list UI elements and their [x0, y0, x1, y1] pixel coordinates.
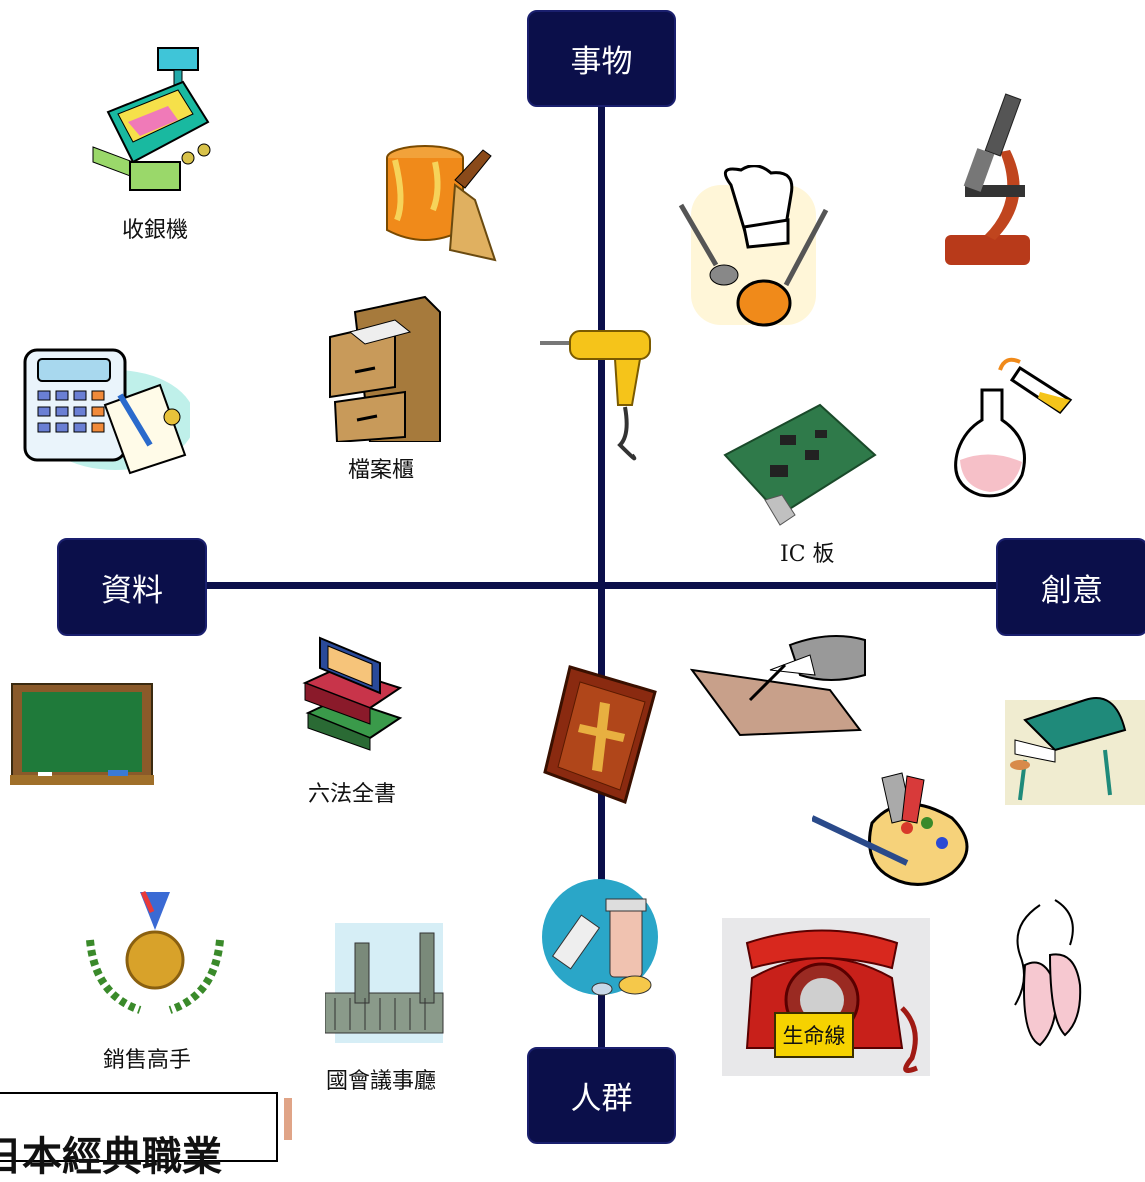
axis-label-bottom: 人群: [527, 1047, 676, 1144]
law-book-label: 六法全書: [308, 782, 397, 807]
vertical-axis: [598, 100, 605, 1100]
legend-shadow: [284, 1098, 292, 1140]
parliament-label: 國會議事廳: [326, 1069, 437, 1094]
paint-bucket-icon: [386, 145, 497, 262]
legend-box: 日本經典職業: [0, 1092, 278, 1180]
axis-label-top: 事物: [527, 10, 676, 107]
drill-icon: [540, 330, 651, 461]
microscope-icon: [945, 93, 1030, 265]
ic-board-icon: [723, 403, 877, 526]
ic-board-label: IC 板: [780, 542, 835, 567]
piano-icon: [1005, 697, 1145, 805]
writing-hand-icon: [690, 635, 866, 737]
file-cabinet-label: 檔案櫃: [348, 458, 415, 483]
chalkboard-icon: [10, 683, 154, 785]
legend-text: 日本經典職業: [0, 1134, 222, 1180]
horizontal-axis: [200, 582, 1000, 589]
axis-label-left: 資料: [57, 538, 207, 636]
sales-champion-label: 銷售高手: [103, 1048, 192, 1073]
medal-icon: [86, 890, 224, 1014]
ballet-shoes-icon: [1014, 899, 1082, 1047]
axis-label-right: 創意: [996, 538, 1145, 636]
palette-icon: [812, 772, 969, 886]
chef-hat-icon: [678, 165, 829, 327]
lifeline-badge: 生命線: [774, 1012, 854, 1058]
cash-register-label: 收銀機: [122, 218, 189, 243]
bible-icon: [543, 665, 657, 804]
calculator-icon: [23, 348, 190, 475]
medicine-icon: [542, 879, 658, 996]
cash-register-icon: [92, 47, 211, 191]
file-cabinet-icon: [329, 295, 441, 442]
flask-icon: [954, 357, 1073, 498]
parliament-icon: [325, 923, 444, 1043]
book-stack-icon: [302, 636, 403, 751]
